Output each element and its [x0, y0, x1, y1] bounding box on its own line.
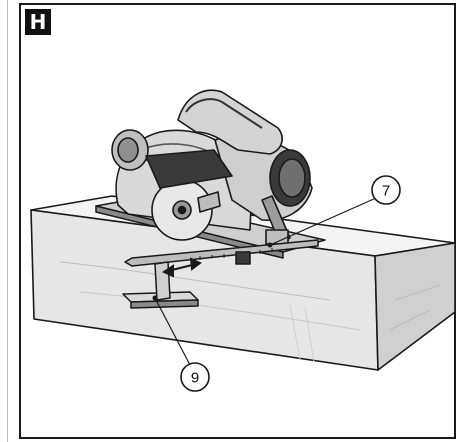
- callout-7: 7: [267, 175, 401, 248]
- figure-label-badge: H: [25, 9, 51, 35]
- direction-arrow-icon: [161, 257, 202, 278]
- figure-frame: H: [19, 3, 456, 439]
- callout-7-label: 7: [382, 183, 390, 200]
- left-page-edge-rule: [0, 0, 8, 442]
- circular-saw-icon: [111, 89, 313, 245]
- callout-9: 9: [152, 295, 210, 392]
- callout-9-label: 9: [191, 370, 199, 387]
